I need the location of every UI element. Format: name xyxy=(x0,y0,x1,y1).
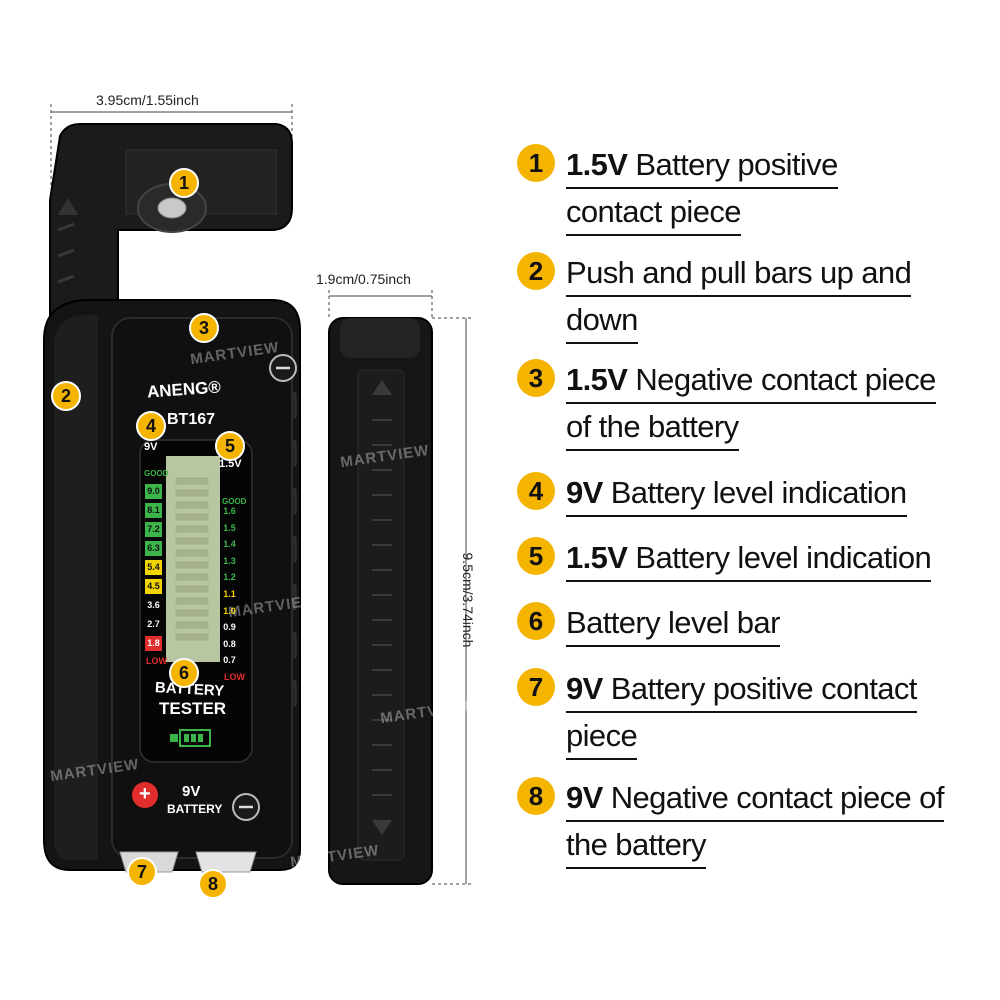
legend-description: of the battery xyxy=(566,409,739,444)
height-dimension-line xyxy=(432,317,474,885)
legend-voltage: 1.5V xyxy=(566,147,628,182)
legend-line: contact piece xyxy=(566,189,741,236)
legend-line: down xyxy=(566,297,638,344)
scale-15v-value: 1.2 xyxy=(223,572,236,583)
scale-15v-value: 0.7 xyxy=(223,655,236,666)
width-dimension-label: 3.95cm/1.55inch xyxy=(96,92,199,108)
legend-line: 9V Battery positive contact xyxy=(566,666,917,713)
legend-voltage: 1.5V xyxy=(566,540,628,575)
scale-15v-value: 1.5 xyxy=(223,522,236,533)
legend-number-badge: 7 xyxy=(517,668,555,706)
legend-description: contact piece xyxy=(566,194,741,229)
scale-9v-value: 8.1 xyxy=(145,503,162,518)
callout-8: 8 xyxy=(198,869,228,899)
legend-number-badge: 2 xyxy=(517,252,555,290)
low-label-15v: LOW xyxy=(224,672,245,682)
scale-15v-value: 1.3 xyxy=(223,555,236,566)
legend-text: 9V Negative contact piece of the battery xyxy=(566,775,986,869)
battery-tester-front xyxy=(43,123,301,873)
legend-line: 9V Battery level indication xyxy=(566,470,907,517)
good-label-9v: GOOD xyxy=(144,469,169,478)
legend-description: down xyxy=(566,302,638,337)
legend-line: Push and pull bars up and xyxy=(566,250,912,297)
legend-description: Battery positive contact xyxy=(602,671,918,706)
scale-15v-value: 0.9 xyxy=(223,622,236,633)
scale-9v-value: 3.6 xyxy=(147,600,160,610)
legend-line: 1.5V Negative contact piece xyxy=(566,357,936,404)
legend-description: Battery positive xyxy=(627,147,838,182)
legend-text: 1.5V Battery level indication xyxy=(566,535,986,582)
legend-line: 1.5V Battery level indication xyxy=(566,535,932,582)
legend-description: Negative contact piece of xyxy=(602,780,945,815)
legend-text: 1.5V Negative contact piece of the batter… xyxy=(566,357,986,451)
scale-15v-value: 1.6 xyxy=(223,506,236,516)
legend-line: the battery xyxy=(566,822,706,869)
legend-line: Battery level bar xyxy=(566,600,780,647)
legend-number-badge: 4 xyxy=(517,472,555,510)
legend-number-badge: 6 xyxy=(517,602,555,640)
scale-15v-value: 1.0 xyxy=(223,605,236,616)
legend-text: 9V Battery positive contact piece xyxy=(566,666,986,760)
legend-line: 9V Negative contact piece of xyxy=(566,775,944,822)
legend-line: piece xyxy=(566,713,638,760)
legend-number-badge: 8 xyxy=(517,777,555,815)
legend-description: Battery level indication xyxy=(602,475,907,510)
scale-15v-value: 1.4 xyxy=(223,539,236,550)
legend-text: Push and pull bars up and down xyxy=(566,250,986,344)
model-label: BT167 xyxy=(167,411,216,428)
legend-number-badge: 1 xyxy=(517,144,555,182)
plus-symbol: + xyxy=(139,783,151,805)
battery-tester-side xyxy=(328,317,433,885)
legend-line: 1.5V Battery positive xyxy=(566,142,838,189)
scale-15v-header: 1.5V xyxy=(219,458,242,470)
depth-dimension-label: 1.9cm/0.75inch xyxy=(316,271,411,287)
lcd-panel xyxy=(166,456,220,662)
legend-description: Battery level indication xyxy=(627,540,932,575)
good-label-15v: GOOD xyxy=(222,497,247,506)
scale-15v-value: 1.1 xyxy=(223,589,236,599)
legend-voltage: 1.5V xyxy=(566,362,628,397)
legend-description: Push and pull bars up and xyxy=(566,255,912,290)
battery-9v-label-2: BATTERY xyxy=(167,802,223,816)
battery-9v-label: 9V xyxy=(182,783,201,800)
legend-text: 9V Battery level indication xyxy=(566,470,986,517)
callout-1: 1 xyxy=(169,168,199,198)
low-label-9v: LOW xyxy=(146,656,167,666)
positive-9v-terminal xyxy=(132,782,158,808)
legend-voltage: 9V xyxy=(566,780,603,815)
scale-9v-value: 1.8 xyxy=(145,636,162,651)
legend-voltage: 9V xyxy=(566,475,603,510)
legend-line: of the battery xyxy=(566,404,739,451)
callout-3: 3 xyxy=(189,313,219,343)
scale-9v-value: 2.7 xyxy=(147,619,160,629)
callout-6: 6 xyxy=(169,658,199,688)
scale-15v-value: 0.8 xyxy=(223,638,236,649)
legend-description: Battery level bar xyxy=(566,605,780,640)
legend-number-badge: 5 xyxy=(517,537,555,575)
battery-level-icon xyxy=(170,729,211,747)
scale-9v-header: 9V xyxy=(144,441,158,453)
callout-2: 2 xyxy=(51,381,81,411)
legend-text: Battery level bar xyxy=(566,600,986,647)
height-dimension-label: 9.5cm/3.74inch xyxy=(460,552,476,648)
depth-dimension-line xyxy=(328,290,433,318)
scale-9v-value: 5.4 xyxy=(145,560,162,575)
callout-4: 4 xyxy=(136,411,166,441)
tester-label-line2: TESTER xyxy=(159,699,227,718)
scale-9v-value: 7.2 xyxy=(145,522,162,537)
legend-number-badge: 3 xyxy=(517,359,555,397)
legend-description: Negative contact piece xyxy=(627,362,936,397)
callout-5: 5 xyxy=(215,431,245,461)
scale-9v-value: 4.5 xyxy=(145,579,162,594)
legend-description: the battery xyxy=(566,827,706,862)
legend-description: piece xyxy=(566,718,638,753)
lcd-level-bars xyxy=(175,477,209,641)
legend-voltage: 9V xyxy=(566,671,603,706)
scale-9v-value: 6.3 xyxy=(145,541,162,556)
callout-7: 7 xyxy=(127,857,157,887)
legend-text: 1.5V Battery positive contact piece xyxy=(566,142,986,236)
scale-9v-value: 9.0 xyxy=(145,484,162,499)
